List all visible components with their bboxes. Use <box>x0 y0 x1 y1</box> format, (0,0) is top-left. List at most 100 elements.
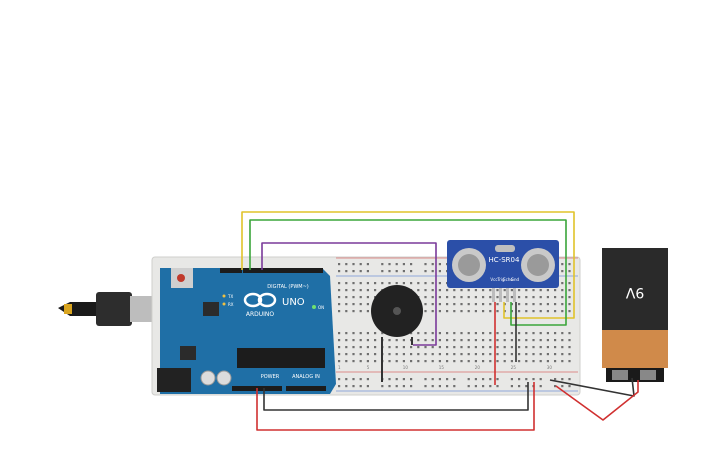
breadboard-hole[interactable] <box>503 289 506 292</box>
breadboard-hole[interactable] <box>482 289 485 292</box>
breadboard-hole[interactable] <box>568 263 571 266</box>
breadboard-hole[interactable] <box>338 270 341 273</box>
breadboard-hole[interactable] <box>374 346 377 349</box>
breadboard-hole[interactable] <box>338 332 341 335</box>
breadboard-hole[interactable] <box>359 282 362 285</box>
breadboard-hole[interactable] <box>546 339 549 342</box>
breadboard-hole[interactable] <box>539 310 542 313</box>
breadboard-hole[interactable] <box>503 353 506 356</box>
breadboard-hole[interactable] <box>352 339 355 342</box>
breadboard-hole[interactable] <box>352 385 355 388</box>
breadboard-hole[interactable] <box>474 332 477 335</box>
breadboard-hole[interactable] <box>438 346 441 349</box>
breadboard-hole[interactable] <box>381 282 384 285</box>
breadboard-hole[interactable] <box>438 263 441 266</box>
breadboard-hole[interactable] <box>388 346 391 349</box>
breadboard-hole[interactable] <box>424 263 427 266</box>
breadboard-hole[interactable] <box>482 296 485 299</box>
breadboard-hole[interactable] <box>453 378 456 381</box>
breadboard-hole[interactable] <box>374 289 377 292</box>
breadboard-hole[interactable] <box>568 289 571 292</box>
breadboard-hole[interactable] <box>338 339 341 342</box>
breadboard-hole[interactable] <box>503 296 506 299</box>
breadboard-hole[interactable] <box>431 339 434 342</box>
breadboard-hole[interactable] <box>366 360 369 363</box>
breadboard-hole[interactable] <box>381 270 384 273</box>
breadboard-hole[interactable] <box>561 332 564 335</box>
breadboard-hole[interactable] <box>417 346 420 349</box>
breadboard-hole[interactable] <box>431 346 434 349</box>
breadboard-hole[interactable] <box>561 310 564 313</box>
breadboard-hole[interactable] <box>338 263 341 266</box>
breadboard-hole[interactable] <box>395 263 398 266</box>
breadboard-hole[interactable] <box>446 289 449 292</box>
breadboard-hole[interactable] <box>532 332 535 335</box>
breadboard-hole[interactable] <box>496 339 499 342</box>
breadboard-hole[interactable] <box>374 332 377 335</box>
breadboard-hole[interactable] <box>525 303 528 306</box>
breadboard-hole[interactable] <box>532 289 535 292</box>
breadboard-hole[interactable] <box>518 353 521 356</box>
ultrasonic-sensor[interactable]: HC-SR04 Vcc Trig Echo Gnd <box>447 240 559 302</box>
breadboard-hole[interactable] <box>359 332 362 335</box>
breadboard-hole[interactable] <box>510 360 513 363</box>
breadboard-hole[interactable] <box>568 339 571 342</box>
breadboard-hole[interactable] <box>467 339 470 342</box>
breadboard-hole[interactable] <box>539 346 542 349</box>
breadboard-hole[interactable] <box>546 346 549 349</box>
breadboard-hole[interactable] <box>424 385 427 388</box>
breadboard-hole[interactable] <box>345 353 348 356</box>
breadboard-hole[interactable] <box>496 289 499 292</box>
breadboard-hole[interactable] <box>438 353 441 356</box>
breadboard-hole[interactable] <box>474 385 477 388</box>
breadboard-hole[interactable] <box>352 360 355 363</box>
breadboard-hole[interactable] <box>561 378 564 381</box>
breadboard-hole[interactable] <box>489 360 492 363</box>
breadboard-hole[interactable] <box>474 378 477 381</box>
breadboard-hole[interactable] <box>554 296 557 299</box>
breadboard-hole[interactable] <box>338 385 341 388</box>
breadboard-hole[interactable] <box>554 310 557 313</box>
breadboard-hole[interactable] <box>388 339 391 342</box>
breadboard-hole[interactable] <box>482 332 485 335</box>
breadboard-hole[interactable] <box>352 332 355 335</box>
breadboard-hole[interactable] <box>345 303 348 306</box>
breadboard-hole[interactable] <box>388 353 391 356</box>
breadboard-hole[interactable] <box>366 332 369 335</box>
breadboard-hole[interactable] <box>345 289 348 292</box>
breadboard-hole[interactable] <box>568 303 571 306</box>
breadboard-hole[interactable] <box>431 385 434 388</box>
breadboard-hole[interactable] <box>453 310 456 313</box>
breadboard-hole[interactable] <box>518 332 521 335</box>
breadboard-hole[interactable] <box>568 332 571 335</box>
breadboard-hole[interactable] <box>460 289 463 292</box>
breadboard-hole[interactable] <box>366 346 369 349</box>
breadboard-hole[interactable] <box>518 296 521 299</box>
breadboard-hole[interactable] <box>424 270 427 273</box>
breadboard-hole[interactable] <box>402 282 405 285</box>
breadboard-hole[interactable] <box>467 346 470 349</box>
wires[interactable] <box>241 211 639 431</box>
breadboard-hole[interactable] <box>510 289 513 292</box>
breadboard-hole[interactable] <box>532 310 535 313</box>
breadboard-hole[interactable] <box>431 303 434 306</box>
breadboard-hole[interactable] <box>489 296 492 299</box>
breadboard-hole[interactable] <box>467 303 470 306</box>
breadboard-hole[interactable] <box>424 289 427 292</box>
breadboard-hole[interactable] <box>546 310 549 313</box>
battery-9v[interactable]: 9V <box>602 248 668 382</box>
breadboard-hole[interactable] <box>366 270 369 273</box>
breadboard-hole[interactable] <box>352 346 355 349</box>
breadboard-hole[interactable] <box>510 385 513 388</box>
breadboard-hole[interactable] <box>453 346 456 349</box>
breadboard-hole[interactable] <box>453 303 456 306</box>
breadboard-hole[interactable] <box>554 378 557 381</box>
breadboard-hole[interactable] <box>338 346 341 349</box>
breadboard-hole[interactable] <box>446 296 449 299</box>
breadboard-hole[interactable] <box>345 310 348 313</box>
breadboard-hole[interactable] <box>366 378 369 381</box>
breadboard-hole[interactable] <box>417 353 420 356</box>
breadboard-hole[interactable] <box>359 270 362 273</box>
breadboard-hole[interactable] <box>431 310 434 313</box>
breadboard-hole[interactable] <box>525 332 528 335</box>
